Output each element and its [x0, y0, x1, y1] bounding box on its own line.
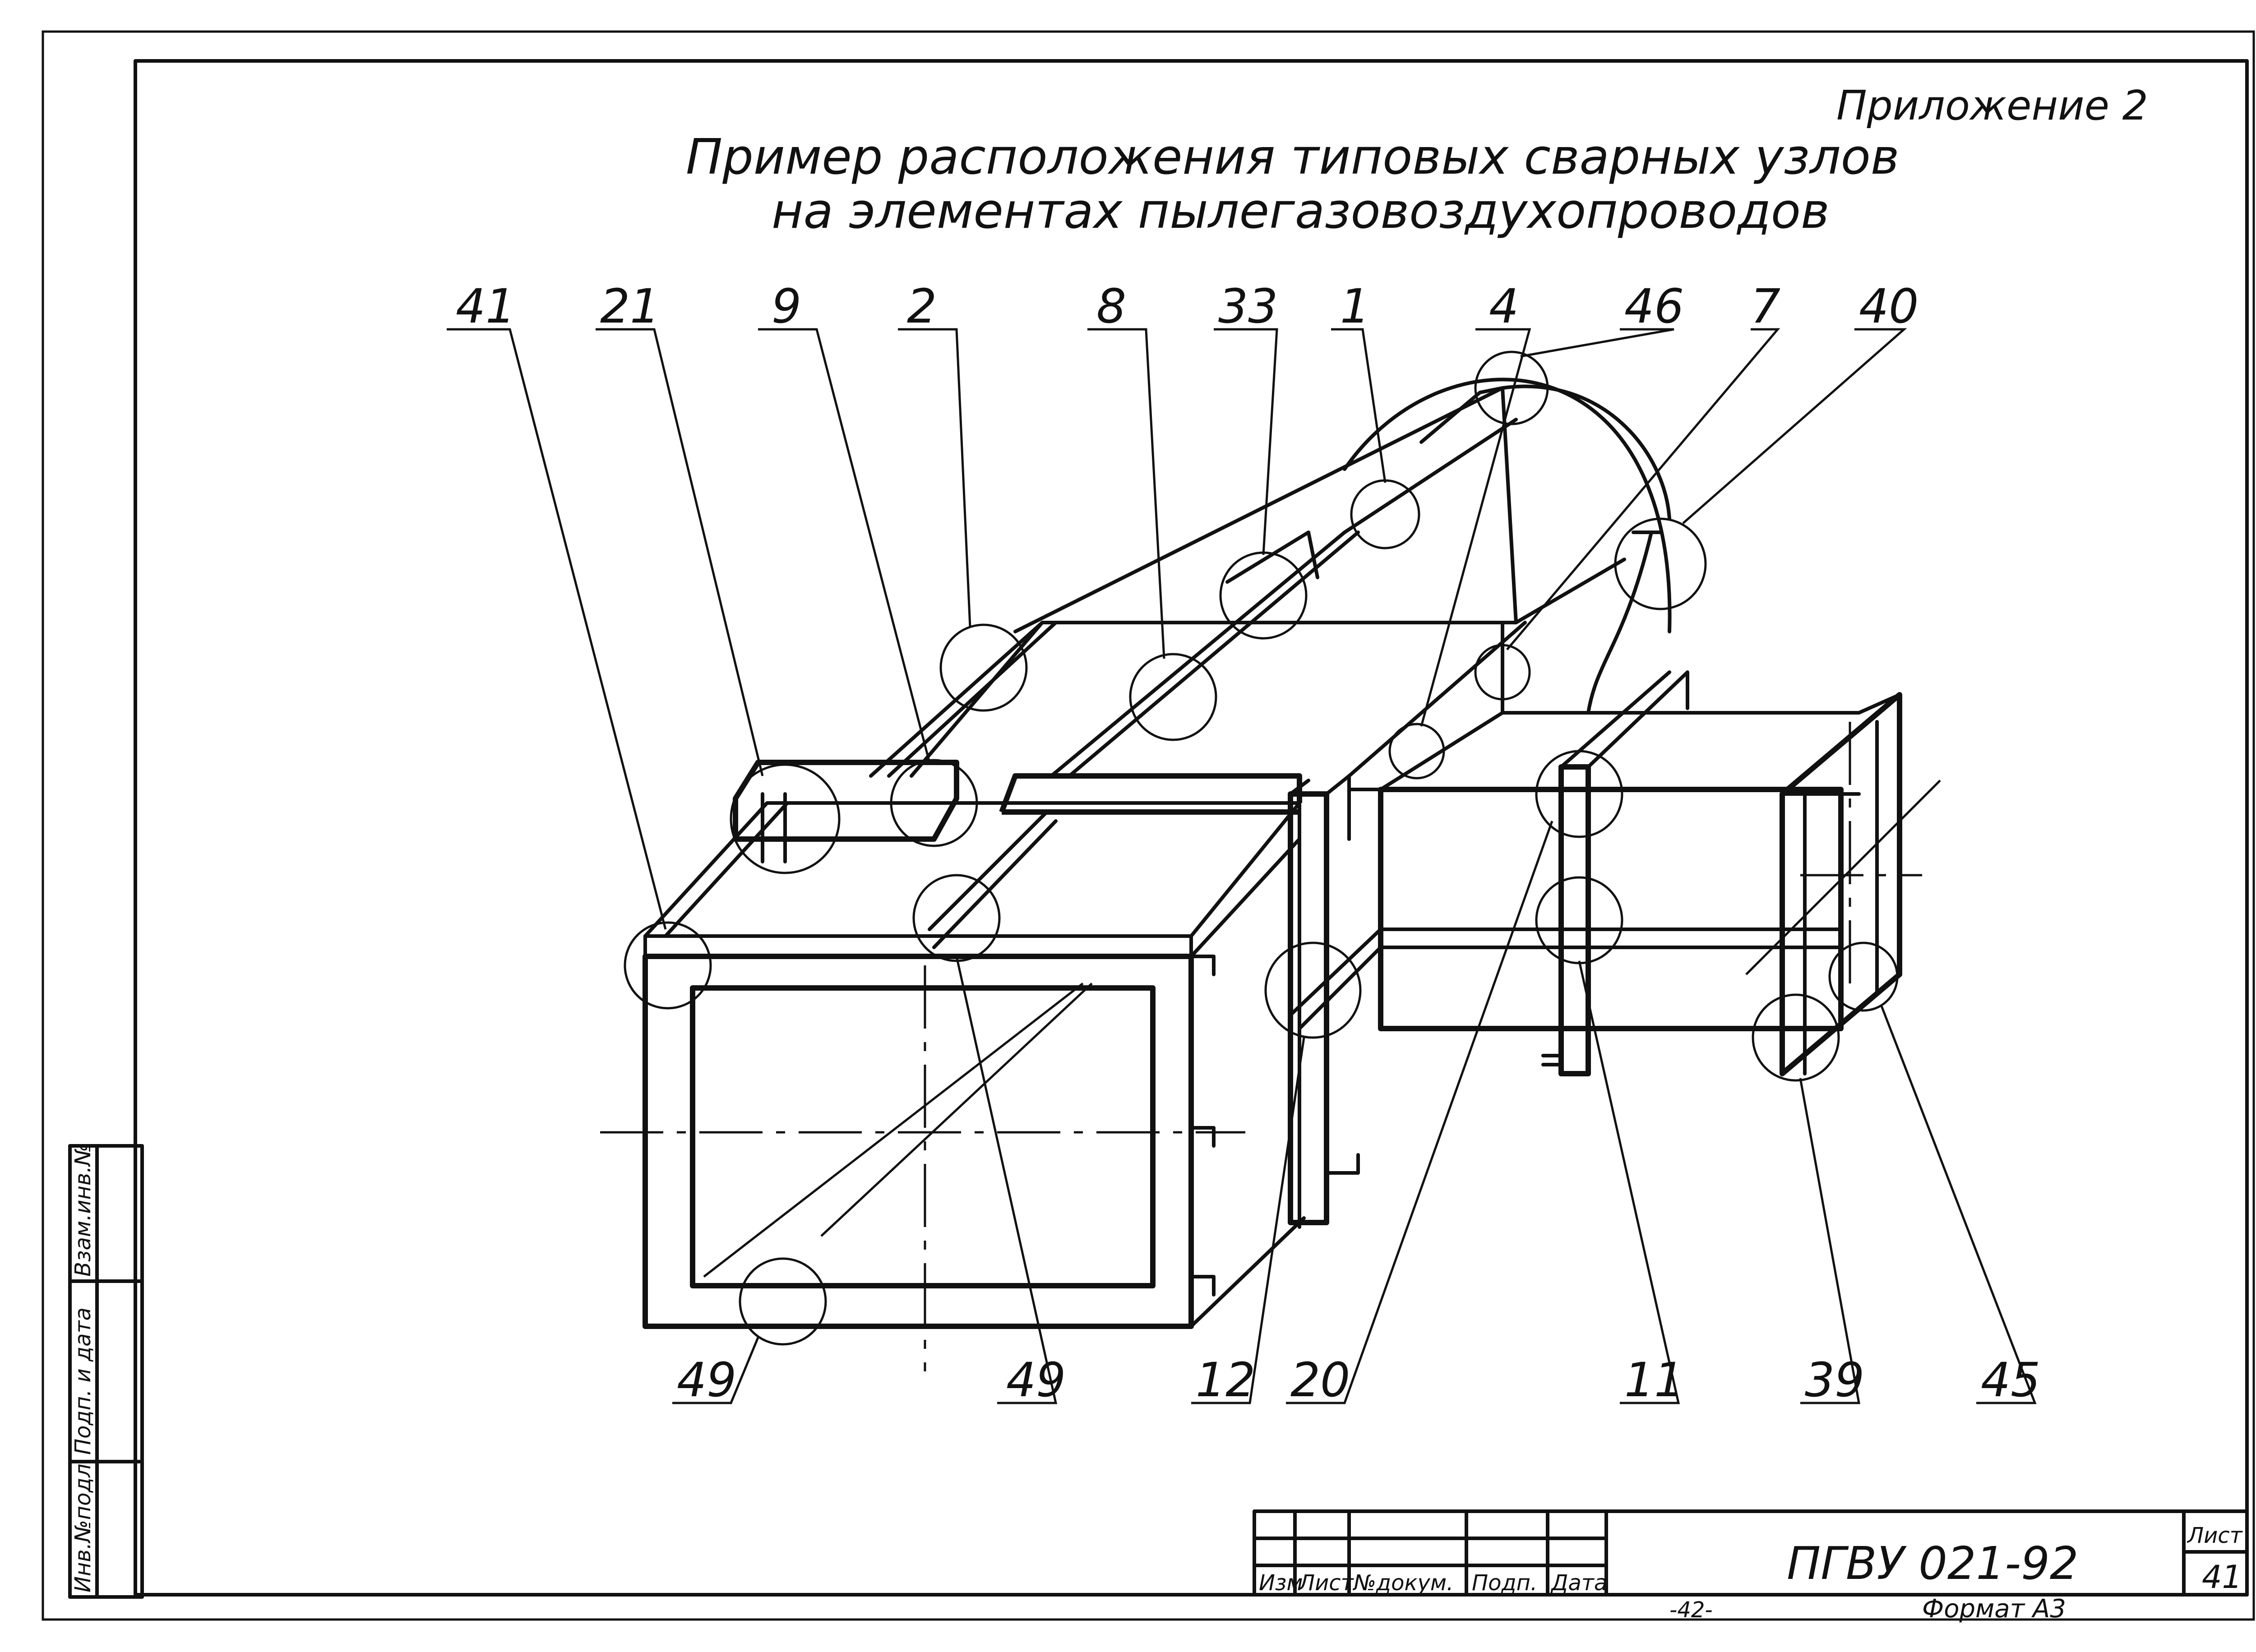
- node-circle-1: [1350, 479, 1420, 549]
- leader-lines: [447, 328, 2037, 1404]
- tb-format: Формат А3: [1922, 1594, 2066, 1624]
- callout-40: 40: [1859, 279, 1919, 334]
- tb-header-sign: Подп.: [1472, 1570, 1537, 1596]
- node-circle-45: [1828, 941, 1899, 1012]
- callout-41: 41: [456, 279, 515, 334]
- tb-header-izm: Изм: [1259, 1570, 1303, 1596]
- callouts-top: 41 21 9 2 8 33 1 4 46 7 40: [456, 279, 1919, 334]
- callout-49-left: 49: [677, 1352, 736, 1407]
- node-circle-9: [890, 759, 978, 847]
- node-circle-49a: [912, 874, 1001, 962]
- callout-49-mid: 49: [1006, 1352, 1066, 1407]
- node-circle-49b: [739, 1257, 827, 1346]
- tb-sheet-number: 41: [2202, 1559, 2242, 1596]
- node-circle-40: [1614, 517, 1707, 610]
- callout-39: 39: [1805, 1352, 1864, 1407]
- callout-21: 21: [600, 279, 660, 334]
- callout-2: 2: [907, 279, 937, 334]
- outer-border: [42, 30, 2255, 1621]
- node-circle-33: [1219, 551, 1308, 640]
- title-line-2: на элементах пылегазовоздухопроводов: [772, 183, 1830, 240]
- node-circle-41: [624, 921, 712, 1010]
- node-circle-46: [1474, 351, 1549, 425]
- title-line-1: Пример расположения типовых сварных узло…: [686, 129, 1899, 185]
- stamp-inv-no: Инв.№подл.: [70, 1457, 96, 1592]
- node-circle-20: [1535, 750, 1623, 838]
- node-circle-2: [939, 623, 1028, 712]
- node-circle-8: [1129, 653, 1217, 741]
- node-circle-21: [730, 763, 841, 874]
- node-circle-7: [1474, 644, 1531, 701]
- tb-designation: ПГВУ 021-92: [1787, 1537, 2078, 1590]
- tb-header-list: Лист: [1298, 1570, 1355, 1596]
- tb-sheet-label: Лист: [2187, 1523, 2243, 1548]
- node-circle-12: [1264, 941, 1362, 1039]
- tb-header-date: Дата: [1550, 1570, 1607, 1596]
- callout-46: 46: [1624, 279, 1684, 334]
- title-block: Изм Лист №докум. Подп. Дата ПГВУ 021-92 …: [1253, 1509, 2249, 1624]
- callout-8: 8: [1096, 279, 1126, 334]
- node-circle-11: [1535, 876, 1623, 964]
- stamp-sign-date: Подп. и дата: [70, 1307, 96, 1455]
- callout-4: 4: [1489, 279, 1519, 334]
- callout-1: 1: [1340, 279, 1370, 334]
- weld-node-circles: [624, 351, 1899, 1346]
- tb-page: -42-: [1669, 1597, 1713, 1623]
- appendix-label: Приложение 2: [1836, 82, 2148, 129]
- callout-12: 12: [1196, 1352, 1255, 1407]
- callout-7: 7: [1751, 279, 1780, 334]
- callouts-bottom: 49 49 12 20 11 39 45: [677, 1352, 2040, 1407]
- inner-frame: [134, 59, 2249, 1597]
- callout-33: 33: [1218, 279, 1278, 334]
- stamp-replace-inv: Взам.инв.№: [70, 1144, 96, 1277]
- callout-9: 9: [772, 279, 801, 334]
- duct-assembly-drawing: [600, 378, 1941, 1371]
- callout-45: 45: [1981, 1352, 2040, 1407]
- side-stamp: Инв.№подл. Подп. и дата Взам.инв.№: [68, 1144, 144, 1599]
- callout-11: 11: [1624, 1352, 1684, 1407]
- node-circle-4: [1388, 723, 1445, 780]
- tb-header-doc: №докум.: [1352, 1570, 1453, 1596]
- callout-20: 20: [1290, 1352, 1350, 1407]
- node-circle-39: [1752, 993, 1840, 1082]
